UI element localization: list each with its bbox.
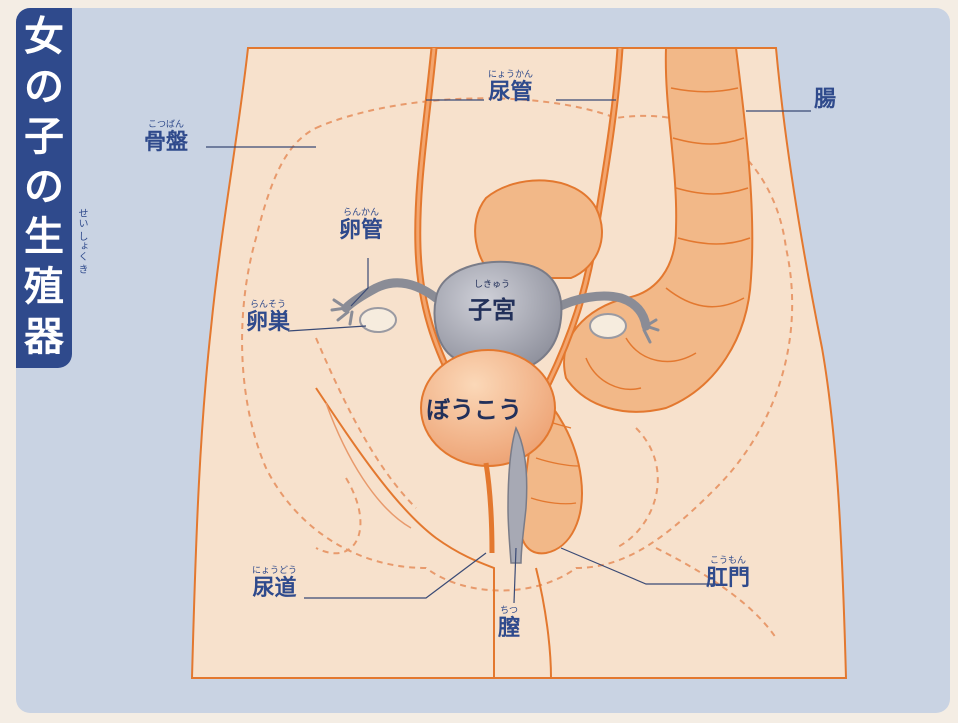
diagram-title: 女 の 子 の 生 殖 器 <box>18 12 70 362</box>
label-fallopian-tube: らんかん 卵管 <box>339 208 383 243</box>
label-ureter: にょうかん 尿管 <box>488 70 533 105</box>
title-ruby: せい しょく き <box>74 208 89 358</box>
label-uterus: しきゅう 子宮 <box>468 280 516 325</box>
label-ovary: らんそう 卵巣 <box>246 300 290 335</box>
ovary-left <box>360 308 396 332</box>
anatomy-illustration <box>16 8 950 713</box>
label-urethra: にょうどう 尿道 <box>252 566 297 601</box>
diagram-panel: 女 の 子 の 生 殖 器 せい しょく き こつばん 骨盤 にょうかん 尿管 … <box>16 8 950 713</box>
label-vagina: ちつ 膣 <box>498 606 520 641</box>
label-intestine: 腸 <box>814 88 836 112</box>
label-anus: こうもん 肛門 <box>706 556 750 591</box>
label-bladder: ぼうこう <box>426 390 522 425</box>
title-banner: 女 の 子 の 生 殖 器 <box>16 8 72 368</box>
label-pelvis: こつばん 骨盤 <box>144 120 188 155</box>
ovary-right <box>590 314 626 338</box>
